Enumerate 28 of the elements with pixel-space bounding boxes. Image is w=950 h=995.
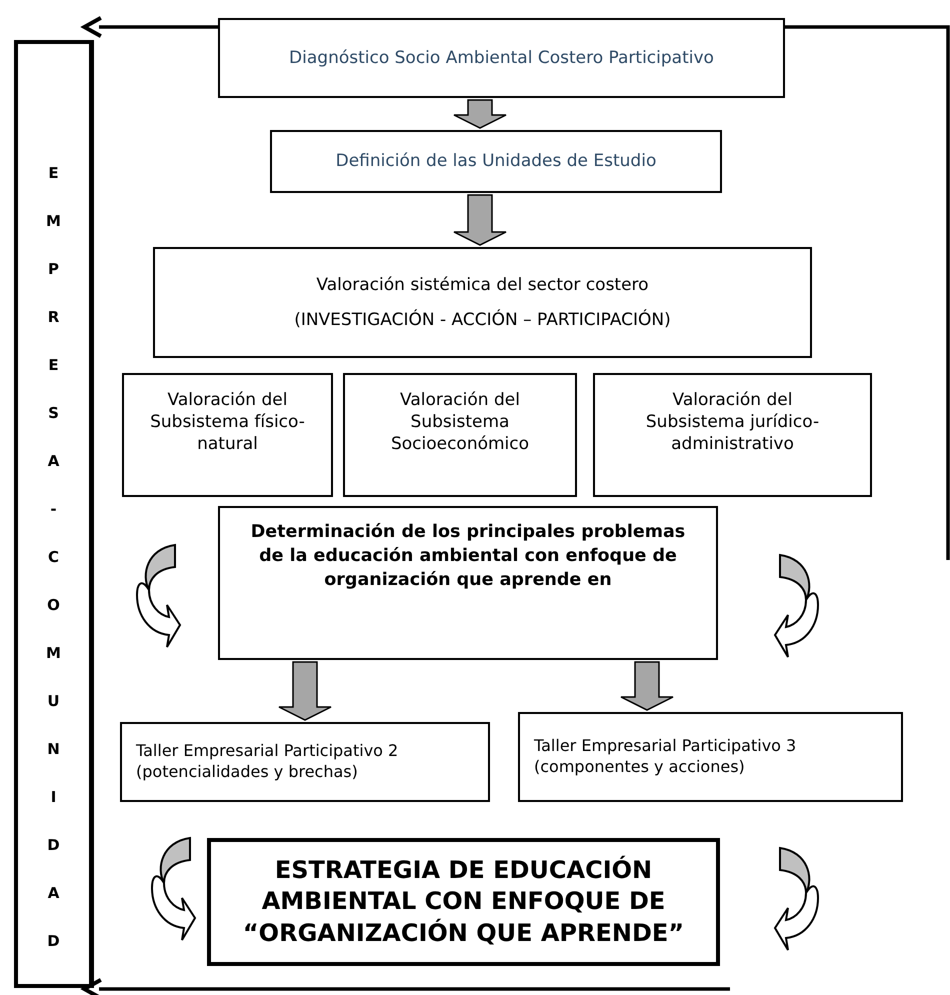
strategy-title: ESTRATEGIA DE EDUCACIÓN AMBIENTAL CON ENFOQUE DE “ORGANIZACIÓN QUE APRENDE” [242,855,686,949]
result-box [207,838,720,966]
step-title: Taller Empresarial Participativo 3 (componentes y acciones) [534,736,798,778]
step-title: Determinación de los principales problemas de la educación ambiental con enfoque de organización que aprende en [250,521,686,592]
process-box [153,247,812,358]
process-box [120,722,490,802]
step-title: Definición de las Unidades de Estudio [336,150,656,173]
vertical-label-band [14,40,94,988]
process-box [218,18,785,98]
process-box [270,130,722,193]
step-title: Diagnóstico Socio Ambiental Costero Participativo [289,46,714,70]
block-arrow [453,99,507,129]
step-title: Valoración del Subsistema jurídico-administrativo [644,389,820,456]
process-box [593,373,872,497]
vertical-label: EMPRESA-COMUNIDAD [46,163,61,952]
process-box [218,506,718,660]
step-title: Valoración del Subsistema Socioeconómico [390,389,530,456]
process-box [343,373,577,497]
block-arrow [278,661,332,721]
block-arrow [620,661,674,711]
block-arrow [453,194,507,246]
feedback-arrow [82,978,730,995]
step-title: Taller Empresarial Participativo 2 (potencialidades y brechas) [136,741,400,783]
step-title: Valoración del Subsistema físico- natural [149,389,306,456]
process-box [518,712,903,802]
step-title: Valoración sistémica del sector costero [316,274,649,296]
step-subtitle: (INVESTIGACIÓN - ACCIÓN – PARTICIPACIÓN) [294,308,671,331]
process-box [122,373,333,497]
